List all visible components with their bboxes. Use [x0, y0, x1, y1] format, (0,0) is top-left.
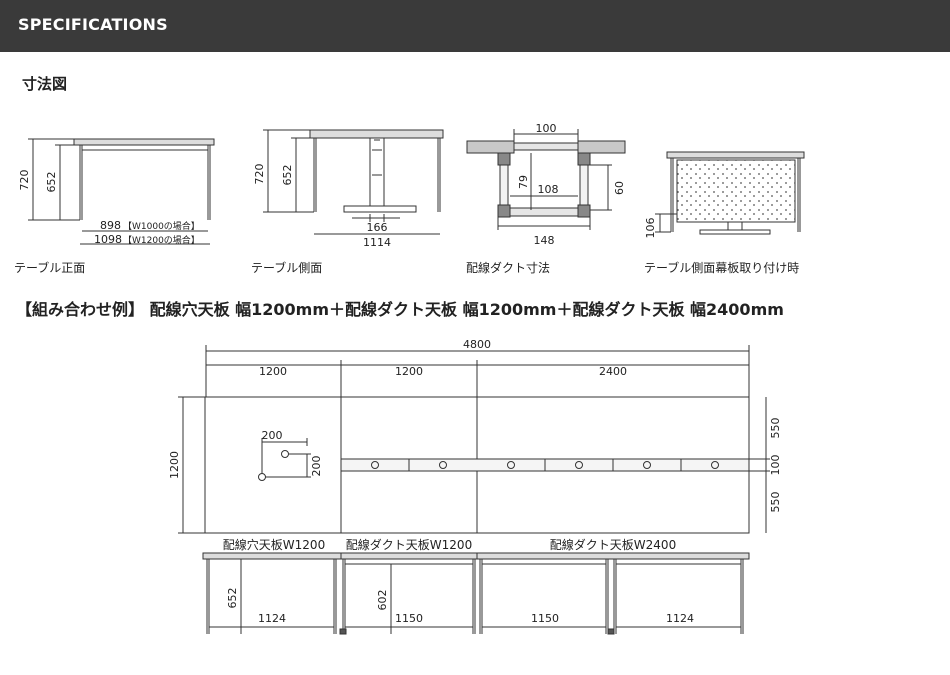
- front-view-caption: テーブル正面: [14, 260, 85, 275]
- side-base-label: 166: [367, 221, 388, 234]
- section-title: 寸法図: [22, 75, 68, 93]
- panel2-label: 配線ダクト天板W1200: [346, 537, 472, 552]
- front-width1-note: 【W1000の場合】: [123, 220, 200, 232]
- side-depth-label: 1114: [363, 236, 391, 249]
- hole-spacing-height-label: 200: [310, 456, 323, 477]
- front-width2-note: 【W1200の場合】: [123, 234, 200, 246]
- panel-caption: テーブル側面幕板取り付け時: [644, 260, 799, 275]
- combination-front-diagram: [202, 552, 750, 635]
- panel-diagram: [655, 151, 805, 235]
- combo-depth-label: 1200: [168, 451, 181, 479]
- combo-right-dim1-label: 550: [769, 418, 782, 439]
- duct-inner-label: 108: [538, 183, 559, 196]
- duct-bottom-label: 148: [534, 234, 555, 247]
- combination-title: 【組み合わせ例】 配線穴天板 幅1200mm＋配線ダクト天板 幅1200mm＋配…: [16, 300, 784, 319]
- side-view-diagram: [263, 129, 444, 235]
- side-view-caption: テーブル側面: [251, 260, 322, 275]
- combination-plan-diagram: [178, 345, 770, 534]
- duct-top-label: 100: [536, 122, 557, 135]
- front-width2-label: 1098: [94, 233, 122, 246]
- combo-leg-height1-label: 652: [226, 588, 239, 609]
- combo-total-width-label: 4800: [463, 338, 491, 351]
- duct-diagram: [466, 129, 626, 230]
- duct-caption: 配線ダクト寸法: [466, 260, 550, 275]
- combo-seg1-label: 1200: [259, 365, 287, 378]
- side-height-inner-label: 652: [281, 165, 294, 186]
- combo-span1-label: 1124: [258, 612, 286, 625]
- combo-span3-label: 1150: [531, 612, 559, 625]
- front-height-total-label: 720: [18, 170, 31, 191]
- combo-right-dim3-label: 550: [769, 492, 782, 513]
- front-height-inner-label: 652: [45, 172, 58, 193]
- hole-spacing-width-label: 200: [262, 429, 283, 442]
- panel-height-label: 106: [644, 218, 657, 239]
- front-view-diagram: [28, 138, 215, 245]
- combo-seg3-label: 2400: [599, 365, 627, 378]
- duct-left-height-label: 79: [517, 175, 530, 189]
- combo-span2-label: 1150: [395, 612, 423, 625]
- combo-right-dim2-label: 100: [769, 455, 782, 476]
- combo-span4-label: 1124: [666, 612, 694, 625]
- specifications-header: SPECIFICATIONS: [0, 0, 950, 52]
- combo-seg2-label: 1200: [395, 365, 423, 378]
- front-width1-label: 898: [100, 219, 121, 232]
- duct-right-height-label: 60: [613, 181, 626, 195]
- combo-leg-height2-label: 602: [376, 590, 389, 611]
- side-height-total-label: 720: [253, 164, 266, 185]
- header-title: SPECIFICATIONS: [18, 15, 168, 34]
- panel3-label: 配線ダクト天板W2400: [550, 537, 676, 552]
- panel1-label: 配線穴天板W1200: [223, 537, 325, 552]
